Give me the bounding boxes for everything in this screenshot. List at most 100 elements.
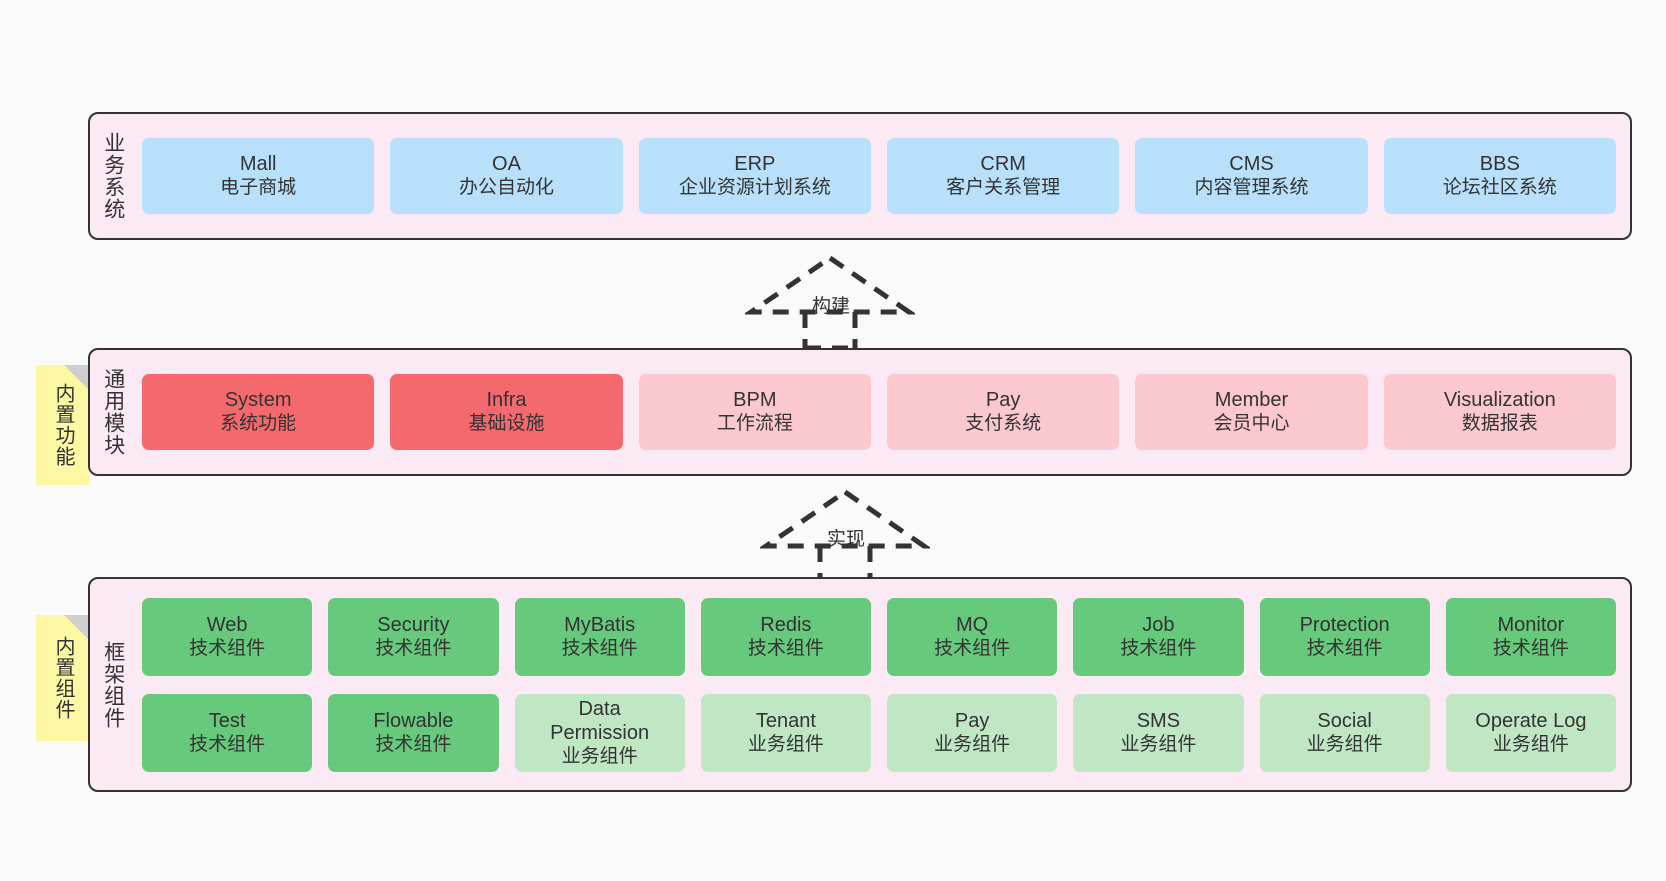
- arrowhead-hollow-triangle: [757, 488, 933, 549]
- sticky-fold-corner-icon: [64, 615, 90, 641]
- card-crm[interactable]: CRM 客户关系管理: [886, 138, 1120, 214]
- card-subtitle: 业务组件: [934, 733, 1011, 755]
- card-web[interactable]: Web 技术组件: [142, 597, 313, 676]
- connector-implement-label: 实现: [827, 529, 866, 550]
- card-subtitle: 内容管理系统: [1194, 177, 1309, 199]
- sticky-label: 内置功能: [52, 383, 74, 467]
- card-subtitle: 技术组件: [375, 637, 452, 659]
- card-subtitle: 技术组件: [561, 637, 638, 659]
- sticky-note-builtin-function[interactable]: 内置功能: [36, 365, 90, 485]
- card-subtitle: 技术组件: [1120, 637, 1197, 659]
- card-tenant[interactable]: Tenant 业务组件: [700, 693, 871, 772]
- card-title: Monitor: [1497, 613, 1565, 636]
- card-subtitle: 技术组件: [1306, 637, 1383, 659]
- card-mall[interactable]: Mall 电子商城: [142, 138, 375, 214]
- card-title: SMS: [1136, 709, 1181, 732]
- card-operate-log[interactable]: Operate Log 业务组件: [1445, 693, 1616, 772]
- card-subtitle: 业务组件: [1492, 733, 1569, 755]
- card-title: Redis: [760, 613, 812, 636]
- card-subtitle: 电子商城: [220, 177, 297, 199]
- card-title: BPM: [733, 389, 777, 412]
- card-subtitle: 企业资源计划系统: [678, 177, 831, 199]
- card-title: System: [224, 389, 292, 412]
- card-data-permission[interactable]: Data Permission 业务组件: [514, 693, 685, 772]
- card-title: BBS: [1479, 153, 1520, 176]
- card-subtitle: 数据报表: [1461, 413, 1538, 435]
- card-subtitle: 系统功能: [220, 413, 297, 435]
- layer-body-common: System 系统功能 Infra 基础设施 BPM 工作流程 Pay 支付系统…: [136, 350, 1630, 474]
- card-subtitle: 论坛社区系统: [1442, 177, 1557, 199]
- card-subtitle: 业务组件: [747, 733, 824, 755]
- card-monitor[interactable]: Monitor 技术组件: [1445, 597, 1616, 676]
- layer-title-business: 业务系统: [101, 132, 125, 220]
- layer-framework-components[interactable]: 框架组件 Web 技术组件 Security 技术组件 MyBatis 技术组件…: [88, 577, 1632, 792]
- card-visualization[interactable]: Visualization 数据报表: [1383, 374, 1616, 450]
- card-mq[interactable]: MQ 技术组件: [887, 597, 1058, 676]
- card-subtitle: 基础设施: [468, 413, 545, 435]
- card-subtitle: 业务组件: [1306, 733, 1383, 755]
- card-redis[interactable]: Redis 技术组件: [700, 597, 871, 676]
- card-title: Operate Log: [1475, 709, 1587, 732]
- card-title: Infra: [486, 389, 527, 412]
- card-pay-component[interactable]: Pay 业务组件: [887, 693, 1058, 772]
- card-member[interactable]: Member 会员中心: [1135, 374, 1368, 450]
- card-security[interactable]: Security 技术组件: [328, 597, 499, 676]
- card-title: Member: [1214, 389, 1289, 412]
- card-title: Web: [206, 613, 248, 636]
- card-title: CRM: [980, 153, 1026, 176]
- card-title: Pay: [985, 389, 1021, 412]
- card-title: Mall: [239, 153, 277, 176]
- card-subtitle: 办公自动化: [458, 177, 554, 199]
- card-cms[interactable]: CMS 内容管理系统: [1135, 138, 1368, 214]
- layer-title-framework: 框架组件: [101, 640, 125, 729]
- card-subtitle: 技术组件: [375, 733, 452, 755]
- card-subtitle: 技术组件: [189, 733, 266, 755]
- card-subtitle: 业务组件: [1120, 733, 1197, 755]
- sticky-fold-corner-icon: [64, 365, 90, 391]
- card-erp[interactable]: ERP 企业资源计划系统: [638, 138, 871, 214]
- layer-common-modules[interactable]: 通用模块 System 系统功能 Infra 基础设施 BPM 工作流程 Pay…: [88, 348, 1632, 476]
- connector-build-label: 构建: [812, 296, 851, 317]
- arrowhead-hollow-triangle: [742, 254, 918, 315]
- layer-body-business: Mall 电子商城 OA 办公自动化 ERP 企业资源计划系统 CRM 客户关系…: [136, 114, 1630, 238]
- card-test[interactable]: Test 技术组件: [142, 693, 313, 772]
- sticky-label: 内置组件: [52, 636, 74, 720]
- card-oa[interactable]: OA 办公自动化: [390, 138, 623, 214]
- card-subtitle: 技术组件: [934, 637, 1011, 659]
- card-system[interactable]: System 系统功能: [142, 374, 375, 450]
- card-job[interactable]: Job 技术组件: [1073, 597, 1244, 676]
- sticky-note-builtin-component[interactable]: 内置组件: [36, 615, 90, 741]
- layer-title-common: 通用模块: [101, 368, 125, 456]
- card-title: Security: [377, 613, 450, 636]
- card-title: Pay: [954, 709, 990, 732]
- card-mybatis[interactable]: MyBatis 技术组件: [514, 597, 685, 676]
- card-title: Test: [208, 709, 246, 732]
- card-infra[interactable]: Infra 基础设施: [390, 374, 623, 450]
- card-title: Visualization: [1443, 389, 1556, 412]
- layer-body-framework: Web 技术组件 Security 技术组件 MyBatis 技术组件 Redi…: [136, 579, 1630, 790]
- card-sms[interactable]: SMS 业务组件: [1073, 693, 1244, 772]
- card-title: Data Permission: [550, 697, 650, 744]
- card-subtitle: 客户关系管理: [946, 177, 1061, 199]
- card-protection[interactable]: Protection 技术组件: [1259, 597, 1430, 676]
- card-subtitle: 支付系统: [965, 413, 1042, 435]
- card-title: ERP: [734, 153, 776, 176]
- card-subtitle: 工作流程: [716, 413, 793, 435]
- card-social[interactable]: Social 业务组件: [1259, 693, 1430, 772]
- card-subtitle: 技术组件: [189, 637, 266, 659]
- layer-business-systems[interactable]: 业务系统 Mall 电子商城 OA 办公自动化 ERP 企业资源计划系统 CRM…: [88, 112, 1632, 240]
- card-subtitle: 业务组件: [561, 745, 638, 767]
- card-pay[interactable]: Pay 支付系统: [886, 374, 1120, 450]
- common-card-row: System 系统功能 Infra 基础设施 BPM 工作流程 Pay 支付系统…: [142, 374, 1616, 450]
- card-title: OA: [492, 153, 521, 176]
- card-title: Social: [1317, 709, 1372, 732]
- card-bpm[interactable]: BPM 工作流程: [638, 374, 871, 450]
- card-title: CMS: [1229, 153, 1274, 176]
- card-subtitle: 技术组件: [747, 637, 824, 659]
- card-title: Job: [1142, 613, 1175, 636]
- card-bbs[interactable]: BBS 论坛社区系统: [1383, 138, 1616, 214]
- card-title: MyBatis: [564, 613, 636, 636]
- card-title: MQ: [956, 613, 989, 636]
- card-flowable[interactable]: Flowable 技术组件: [328, 693, 499, 772]
